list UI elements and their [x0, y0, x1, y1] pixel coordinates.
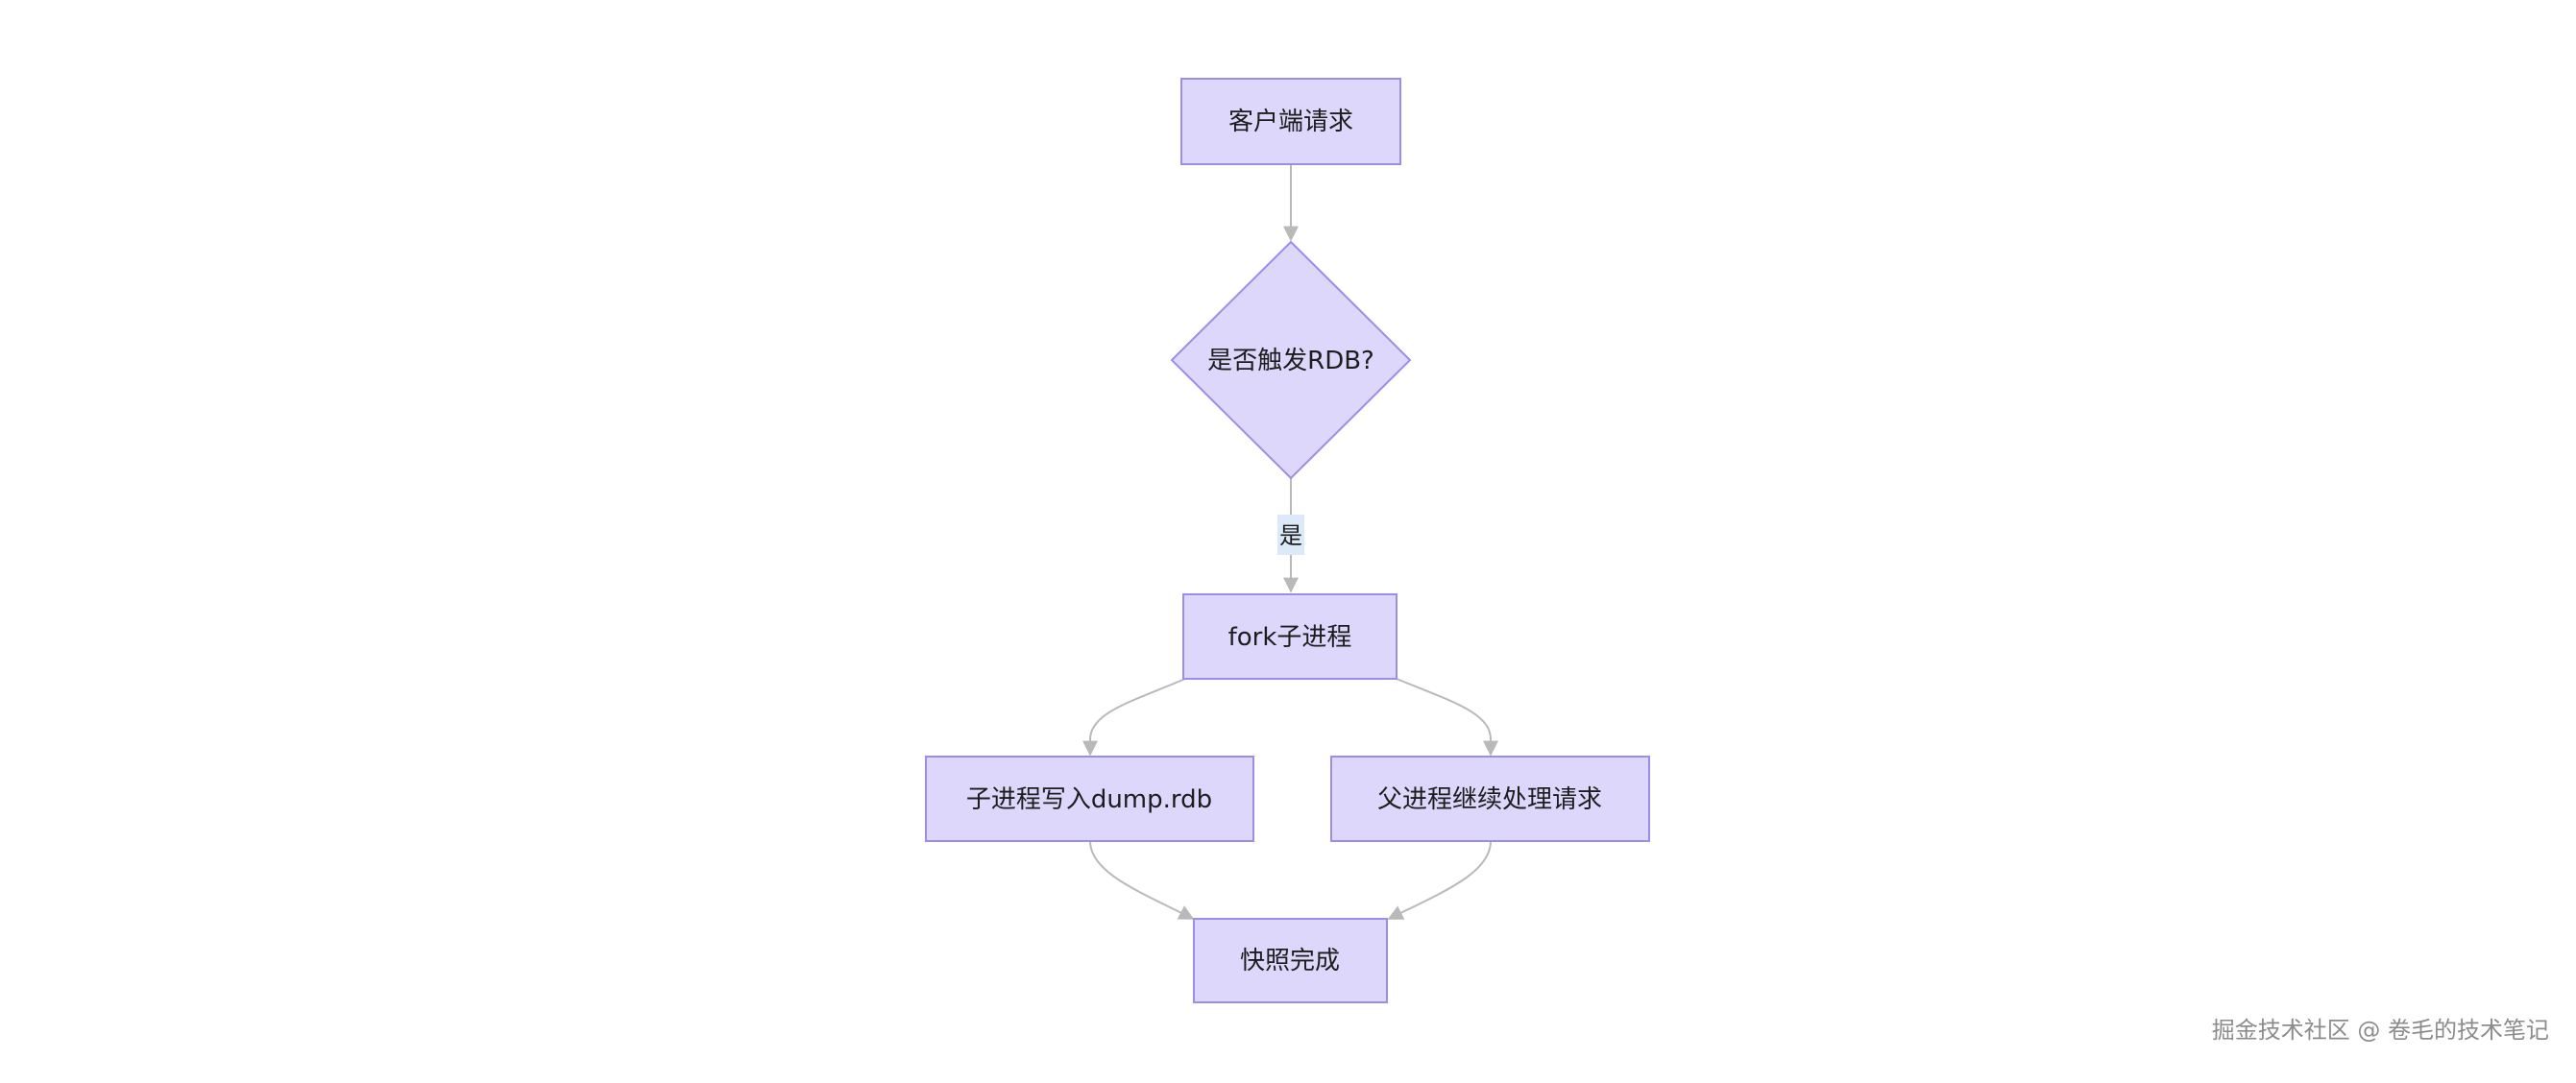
node-child-write-label: 子进程写入dump.rdb [966, 785, 1212, 814]
node-fork-child-label: fork子进程 [1228, 623, 1352, 652]
node-snapshot-done: 快照完成 [1193, 918, 1388, 1003]
node-trigger-rdb-decision: 是否触发RDB? [1170, 240, 1412, 480]
edge-fork-to-child-write [1082, 678, 1186, 757]
node-trigger-rdb-label: 是否触发RDB? [1207, 347, 1374, 375]
node-child-write: 子进程写入dump.rdb [925, 756, 1254, 842]
edge-label-yes-bg [1277, 515, 1304, 555]
node-parent-continue-label: 父进程继续处理请求 [1377, 785, 1602, 814]
node-client-request: 客户端请求 [1180, 78, 1401, 165]
node-fork-child: fork子进程 [1182, 593, 1397, 680]
watermark: 掘金技术社区 @ 卷毛的技术笔记 [2211, 1017, 2549, 1044]
edge-child-write-to-done [1089, 840, 1195, 920]
edge-fork-to-parent-continue [1396, 678, 1498, 757]
node-snapshot-done-label: 快照完成 [1240, 947, 1340, 975]
node-parent-continue: 父进程继续处理请求 [1330, 756, 1650, 842]
edge-label-yes: 是 [1279, 522, 1302, 549]
edge-parent-continue-to-done [1387, 840, 1492, 920]
node-client-request-label: 客户端请求 [1228, 108, 1353, 136]
